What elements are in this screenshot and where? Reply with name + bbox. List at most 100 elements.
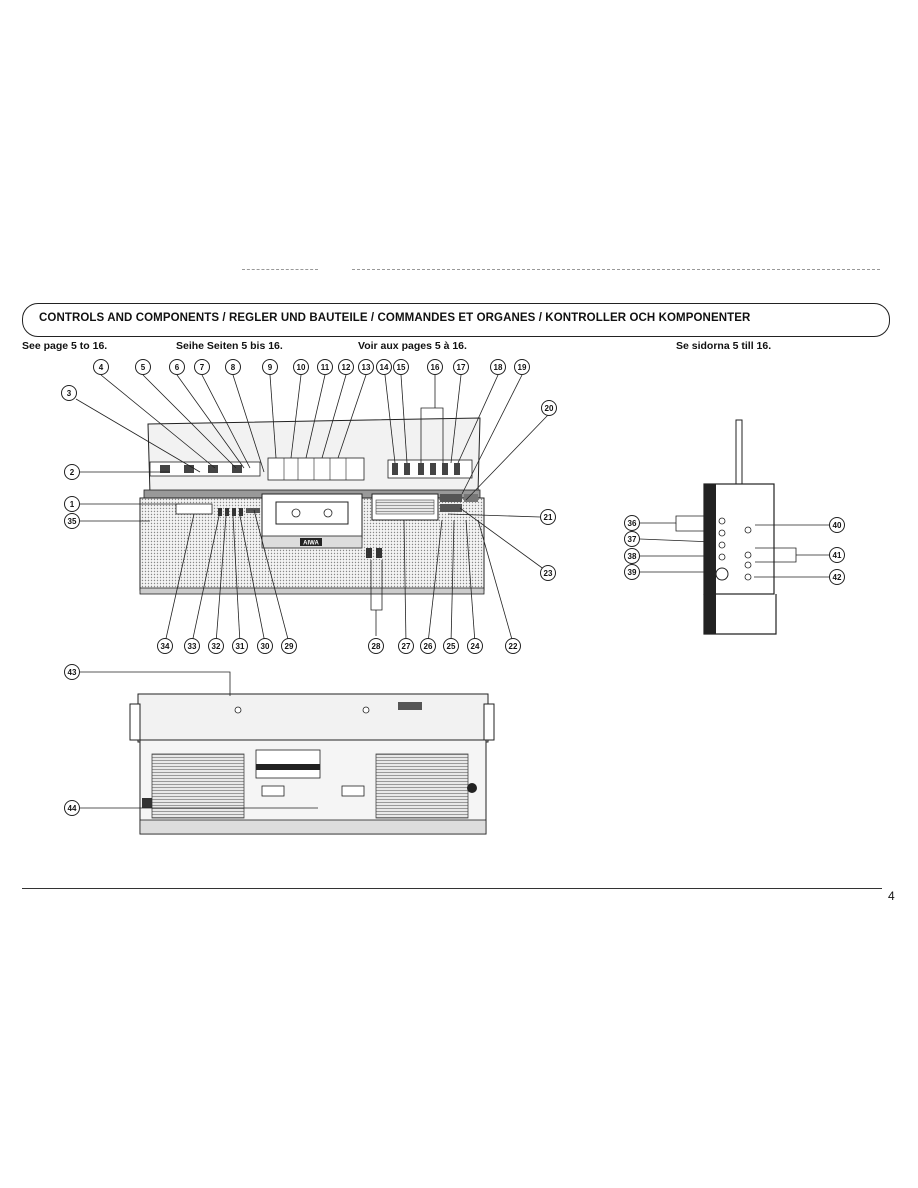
svg-text:31: 31 xyxy=(236,642,245,651)
svg-text:5: 5 xyxy=(141,363,146,372)
svg-text:10: 10 xyxy=(297,363,306,372)
callout-10: 10 xyxy=(293,359,309,375)
svg-text:17: 17 xyxy=(457,363,466,372)
svg-text:16: 16 xyxy=(431,363,440,372)
callout-40: 40 xyxy=(829,517,845,533)
callout-27: 27 xyxy=(398,638,414,654)
callout-3: 3 xyxy=(61,385,77,401)
page-number: 4 xyxy=(888,889,895,903)
section-title-box: CONTROLS AND COMPONENTS / REGLER UND BAU… xyxy=(22,303,890,337)
callout-markers: 1 2 3 4 5 6 7 8 9 10 11 12 13 14 15 16 1… xyxy=(61,359,845,816)
leader-lines xyxy=(75,374,829,809)
rear-view-unit xyxy=(129,693,495,835)
svg-text:39: 39 xyxy=(628,568,637,577)
svg-text:13: 13 xyxy=(362,363,371,372)
callout-43: 43 xyxy=(64,664,80,680)
svg-text:41: 41 xyxy=(833,551,842,560)
svg-text:28: 28 xyxy=(372,642,381,651)
top-dashed-rule-right xyxy=(352,269,880,270)
svg-text:7: 7 xyxy=(200,363,205,372)
svg-text:27: 27 xyxy=(402,642,411,651)
aiwa-logo xyxy=(300,538,322,546)
svg-text:14: 14 xyxy=(380,363,389,372)
svg-text:24: 24 xyxy=(471,642,480,651)
svg-text:20: 20 xyxy=(545,404,554,413)
callout-2: 2 xyxy=(64,464,80,480)
callout-44: 44 xyxy=(64,800,80,816)
callout-24: 24 xyxy=(467,638,483,654)
callout-1: 1 xyxy=(64,496,80,512)
callout-18: 18 xyxy=(490,359,506,375)
callout-28: 28 xyxy=(368,638,384,654)
transport-keys xyxy=(267,457,365,481)
callout-33: 33 xyxy=(184,638,200,654)
svg-text:29: 29 xyxy=(285,642,294,651)
callout-31: 31 xyxy=(232,638,248,654)
svg-text:38: 38 xyxy=(628,552,637,561)
callout-12: 12 xyxy=(338,359,354,375)
callout-42: 42 xyxy=(829,569,845,585)
callout-29: 29 xyxy=(281,638,297,654)
side-view-unit xyxy=(703,419,777,635)
callout-39: 39 xyxy=(624,564,640,580)
callout-8: 8 xyxy=(225,359,241,375)
page-ref-english: See page 5 to 16. xyxy=(22,340,108,352)
svg-text:26: 26 xyxy=(424,642,433,651)
callout-13: 13 xyxy=(358,359,374,375)
svg-text:4: 4 xyxy=(99,363,104,372)
callout-16: 16 xyxy=(427,359,443,375)
svg-text:42: 42 xyxy=(833,573,842,582)
callout-32: 32 xyxy=(208,638,224,654)
callout-9: 9 xyxy=(262,359,278,375)
svg-text:34: 34 xyxy=(161,642,170,651)
svg-text:32: 32 xyxy=(212,642,221,651)
callout-6: 6 xyxy=(169,359,185,375)
callout-7: 7 xyxy=(194,359,210,375)
page-ref-german: Seihe Seiten 5 bis 16. xyxy=(176,340,283,352)
callout-23: 23 xyxy=(540,565,556,581)
section-title: CONTROLS AND COMPONENTS / REGLER UND BAU… xyxy=(39,312,751,324)
svg-text:2: 2 xyxy=(70,468,75,477)
callout-15: 15 xyxy=(393,359,409,375)
callout-4: 4 xyxy=(93,359,109,375)
callout-36: 36 xyxy=(624,515,640,531)
svg-text:6: 6 xyxy=(175,363,180,372)
svg-text:25: 25 xyxy=(447,642,456,651)
callout-38: 38 xyxy=(624,548,640,564)
svg-text:36: 36 xyxy=(628,519,637,528)
level-meter xyxy=(175,503,213,515)
svg-text:44: 44 xyxy=(68,804,77,813)
svg-text:3: 3 xyxy=(67,389,72,398)
svg-text:19: 19 xyxy=(518,363,527,372)
callout-5: 5 xyxy=(135,359,151,375)
callout-25: 25 xyxy=(443,638,459,654)
page-ref-swedish: Se sidorna 5 till 16. xyxy=(676,340,772,352)
callout-41: 41 xyxy=(829,547,845,563)
callout-19: 19 xyxy=(514,359,530,375)
front-view-unit: AIWA xyxy=(139,417,485,595)
callout-22: 22 xyxy=(505,638,521,654)
svg-text:15: 15 xyxy=(397,363,406,372)
footer-rule xyxy=(22,888,882,889)
svg-text:30: 30 xyxy=(261,642,270,651)
page-ref-french: Voir aux pages 5 à 16. xyxy=(358,340,467,352)
top-dashed-rule-left xyxy=(242,269,318,270)
svg-text:21: 21 xyxy=(544,513,553,522)
svg-text:22: 22 xyxy=(509,642,518,651)
svg-text:8: 8 xyxy=(231,363,236,372)
svg-text:11: 11 xyxy=(321,363,330,372)
svg-text:9: 9 xyxy=(268,363,273,372)
callout-30: 30 xyxy=(257,638,273,654)
callout-21: 21 xyxy=(540,509,556,525)
cassette-window xyxy=(275,501,349,525)
svg-text:18: 18 xyxy=(494,363,503,372)
svg-text:33: 33 xyxy=(188,642,197,651)
callout-20: 20 xyxy=(541,400,557,416)
callout-34: 34 xyxy=(157,638,173,654)
callout-11: 11 xyxy=(317,359,333,375)
callout-14: 14 xyxy=(376,359,392,375)
callout-26: 26 xyxy=(420,638,436,654)
callout-37: 37 xyxy=(624,531,640,547)
svg-text:12: 12 xyxy=(342,363,351,372)
